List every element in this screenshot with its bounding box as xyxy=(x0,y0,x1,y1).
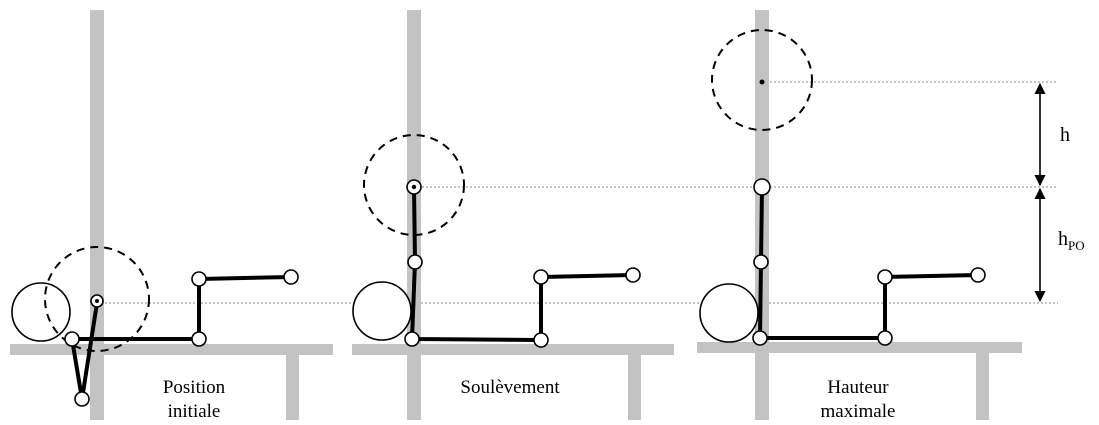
caption-line-1: Hauteur xyxy=(827,377,889,398)
head-circle xyxy=(352,281,412,341)
caption-initial-position: Position initiale xyxy=(130,376,258,424)
caption-lift: Soulèvement xyxy=(460,377,560,398)
joint xyxy=(407,254,423,270)
panel-lift xyxy=(352,10,674,420)
bench-top xyxy=(10,344,333,355)
body-joints xyxy=(404,179,641,348)
joint xyxy=(752,330,768,346)
support-frame xyxy=(697,10,1022,420)
center-of-mass-dot xyxy=(759,79,765,85)
center-of-mass-dot xyxy=(411,184,417,190)
joint xyxy=(753,254,769,270)
center-of-mass-dot xyxy=(95,299,99,303)
joint xyxy=(404,331,420,347)
center-of-mass-trajectory xyxy=(711,29,813,131)
body-joints xyxy=(64,269,299,407)
joint xyxy=(74,391,90,407)
caption-line-1: Position xyxy=(162,377,226,398)
joint xyxy=(625,267,641,283)
bench-leg xyxy=(286,355,299,420)
panel-initial-position xyxy=(10,10,333,420)
label-hpo-main: h xyxy=(1058,228,1068,250)
caption-line-2: maximale xyxy=(820,401,896,422)
center-of-mass-trajectory xyxy=(363,134,465,236)
bench-top xyxy=(352,344,674,355)
joint xyxy=(533,269,549,285)
body-joints xyxy=(752,178,986,346)
caption-max-height: Hauteur maximale xyxy=(798,376,918,424)
support-frame xyxy=(352,10,674,420)
label-hpo-subscript: PO xyxy=(1068,238,1085,253)
joint xyxy=(191,271,207,287)
center-of-mass-trajectory xyxy=(44,246,150,352)
support-frame xyxy=(10,10,333,420)
joint xyxy=(283,269,299,285)
body-segments xyxy=(758,186,979,340)
reference-lines xyxy=(97,81,1058,304)
head-circle xyxy=(699,283,759,343)
body-segments xyxy=(410,186,634,342)
head-circle xyxy=(11,282,71,342)
caption-line-2: initiale xyxy=(167,401,221,422)
label-h: h xyxy=(1060,124,1070,146)
bench-leg xyxy=(628,355,641,420)
vertical-pole xyxy=(90,10,104,420)
joint xyxy=(753,178,771,196)
label-hpo: hPO xyxy=(1058,228,1085,253)
joint xyxy=(970,267,986,283)
joint xyxy=(877,330,893,346)
bench-top xyxy=(697,342,1022,353)
panel-max-height xyxy=(697,10,1022,420)
joint xyxy=(191,331,207,347)
joint xyxy=(64,331,80,347)
bench-leg xyxy=(976,353,989,420)
joint xyxy=(877,269,893,285)
joint xyxy=(533,332,549,348)
